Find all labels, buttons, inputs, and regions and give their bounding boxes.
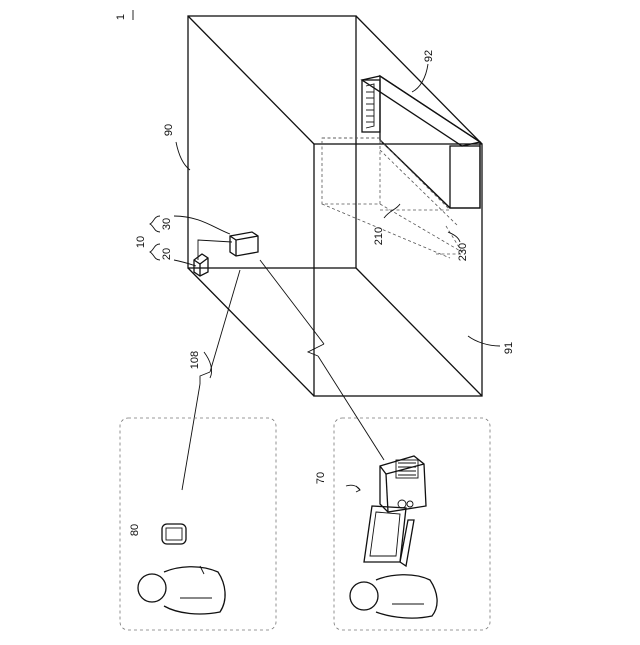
- label-region-a: 210: [373, 227, 385, 245]
- remote-user-area: [120, 418, 276, 630]
- figure-number: 1: [115, 10, 133, 20]
- label-mobile-device: 80: [129, 524, 141, 536]
- label-sensor: 20: [161, 248, 173, 260]
- leader-lines: [150, 64, 500, 378]
- label-controller: 30: [161, 218, 173, 230]
- label-network: 108: [189, 351, 201, 369]
- svg-text:1: 1: [115, 14, 127, 20]
- connection-lines: [182, 260, 384, 490]
- label-system: 10: [135, 236, 147, 248]
- label-facility: 90: [163, 124, 175, 136]
- detection-regions: [322, 138, 462, 258]
- label-region-b: 230: [457, 243, 469, 261]
- label-floor: 91: [503, 342, 515, 354]
- label-ceiling-unit: 92: [423, 50, 435, 62]
- facility-room: [188, 16, 482, 396]
- terminal-station-area: [334, 418, 490, 630]
- label-terminal-station: 70: [315, 472, 327, 484]
- system-unit: [194, 232, 258, 276]
